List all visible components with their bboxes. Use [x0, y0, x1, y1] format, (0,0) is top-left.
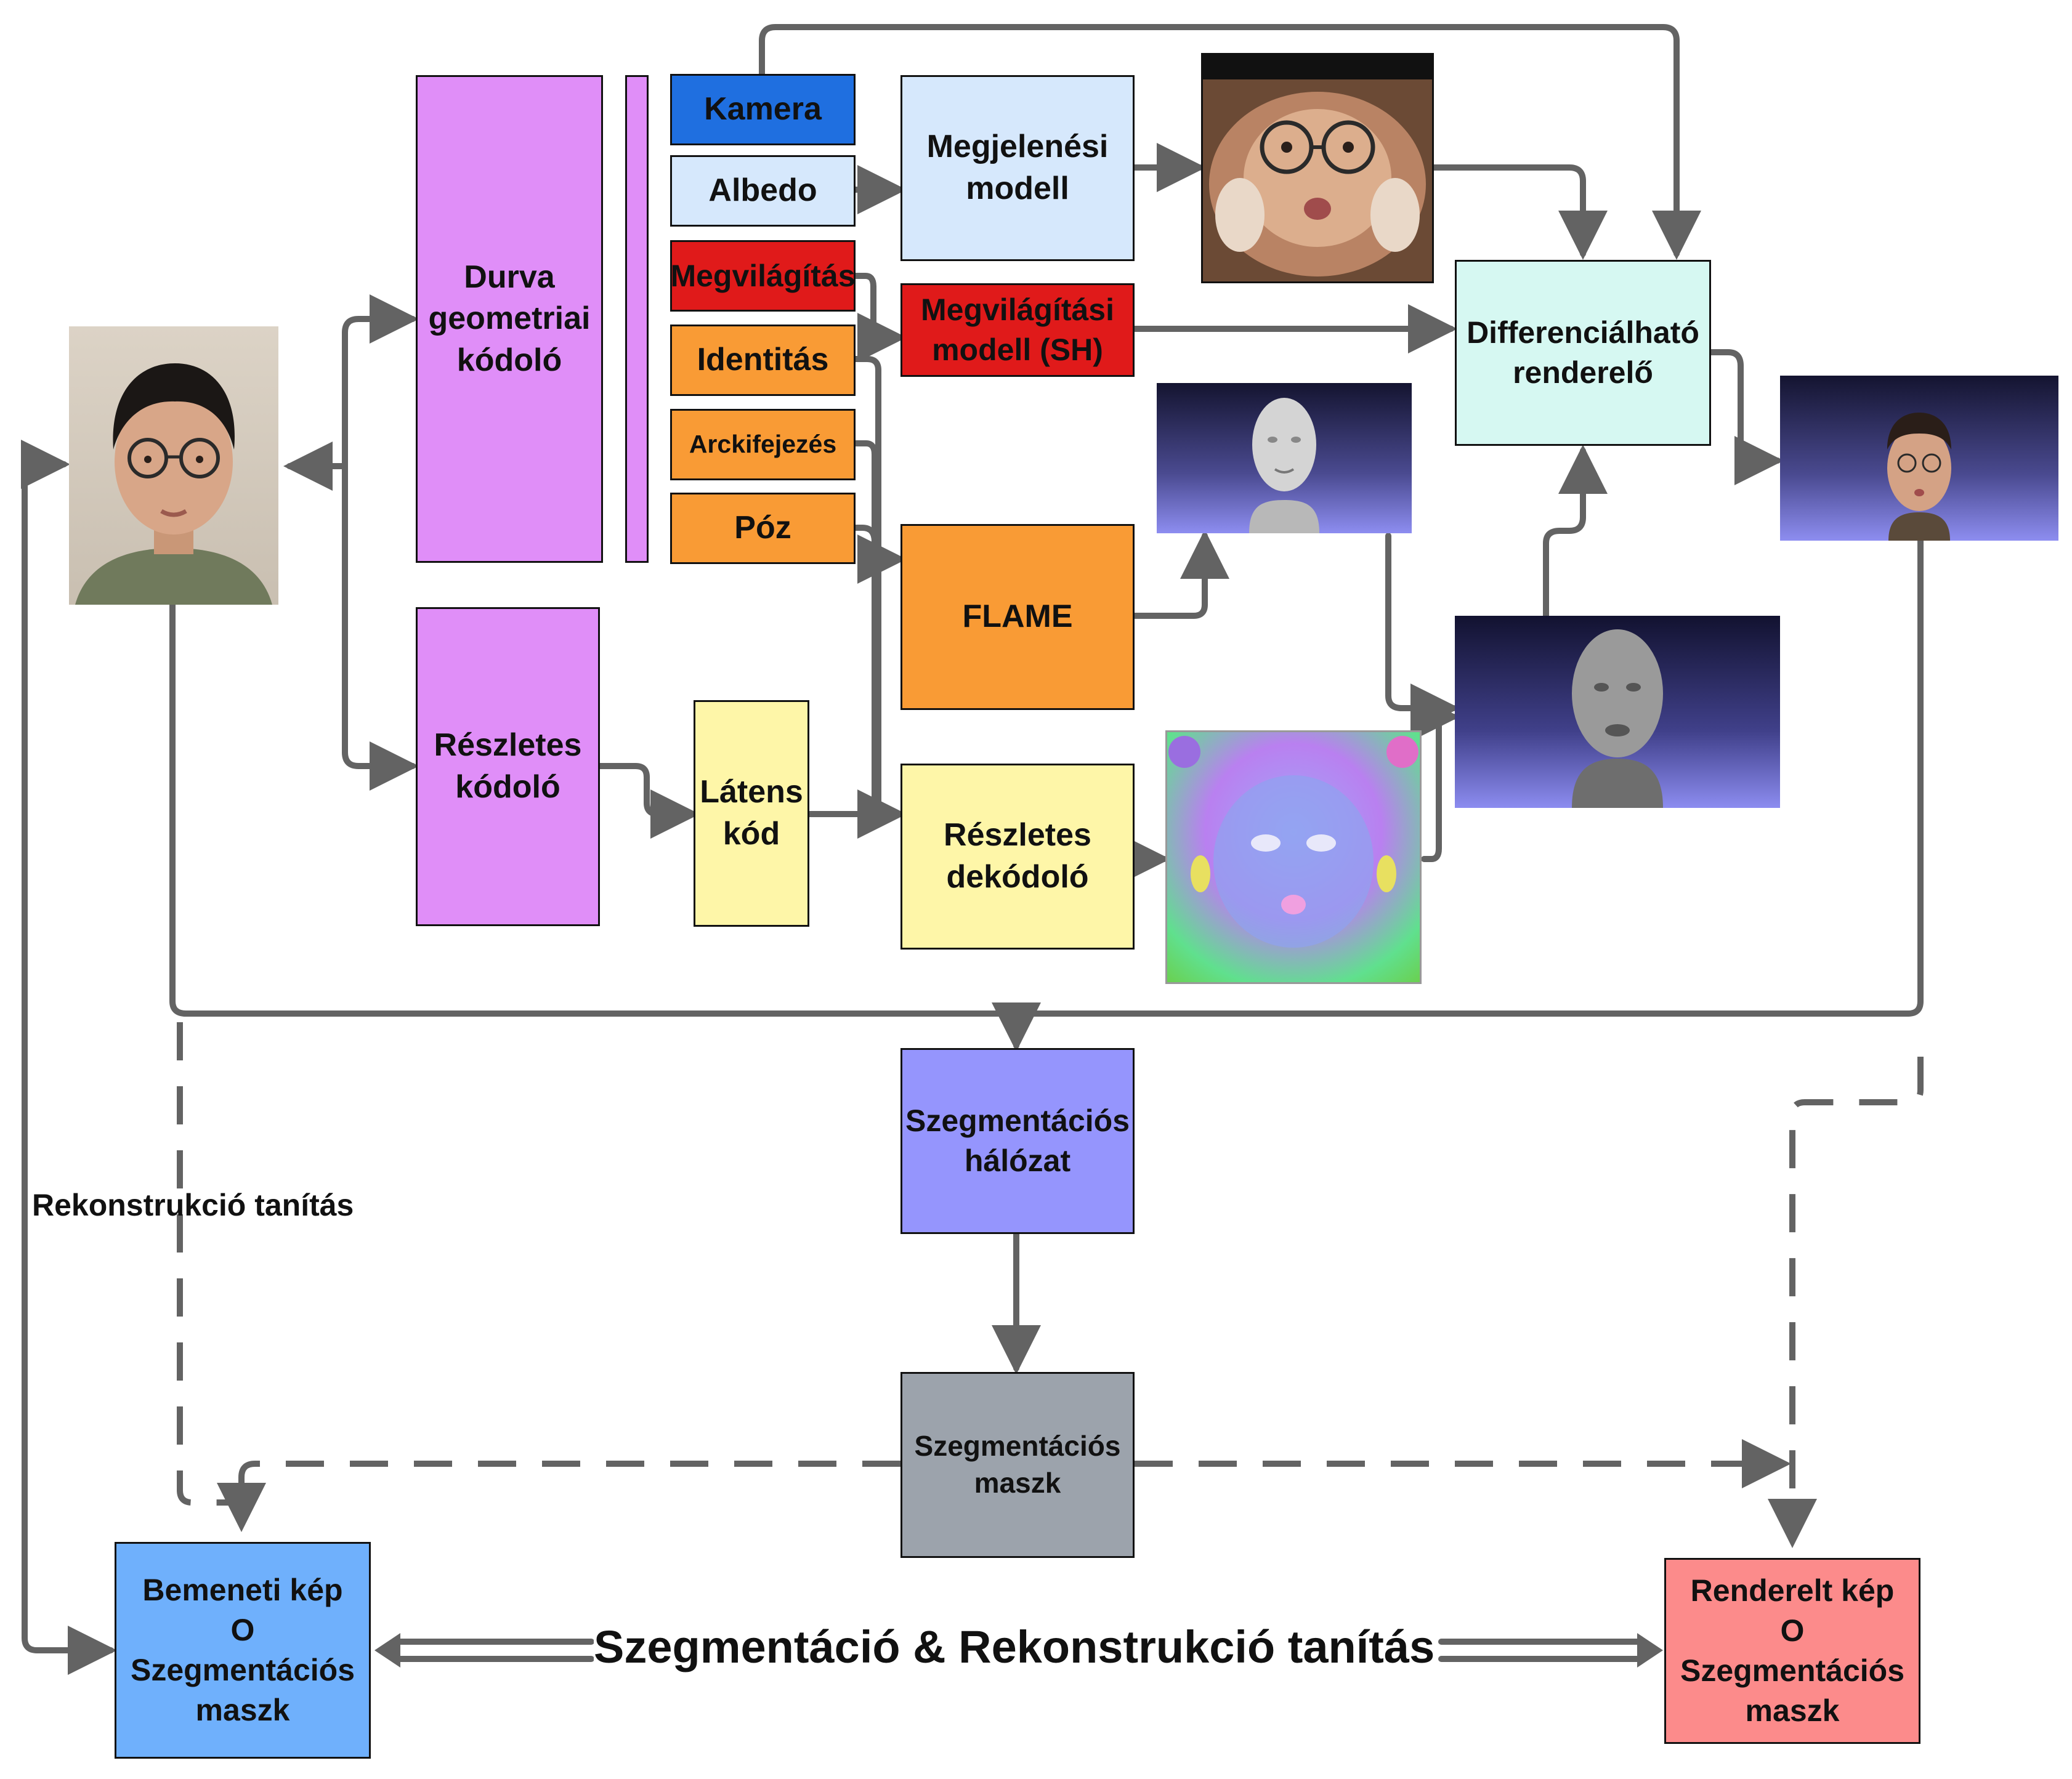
detail-decoder: Részletes dekódoló [900, 764, 1135, 950]
rendered-output-image [1780, 376, 2058, 541]
coarse-geometry-encoder: Durva geometriai kódoló [416, 75, 603, 563]
segmentation-network: Szegmentációs hálózat [900, 1048, 1135, 1234]
coarse-mesh-render [1157, 383, 1412, 533]
differentiable-renderer: Differenciálható renderelő [1455, 260, 1711, 446]
appearance-model: Megjelenési modell [900, 75, 1135, 261]
segmentation-reconstruction-training-label: Szegmentáció & Rekonstrukció tanítás [594, 1621, 1435, 1673]
lighting-model-sh: Megvilágítási modell (SH) [900, 283, 1135, 377]
detailed-mesh-render [1455, 616, 1780, 808]
normal-map-face-icon [1168, 736, 1418, 948]
rendered-face-icon [1887, 413, 1951, 541]
albedo-texture-image [1201, 53, 1434, 283]
normal-map-image [1165, 730, 1422, 984]
head-mesh-icon [1249, 398, 1319, 533]
detail-encoder: Részletes kódoló [416, 607, 600, 926]
detailed-head-mesh-icon [1572, 629, 1663, 808]
latent-code-box: Látens kód [694, 700, 809, 927]
input-image-masked: Bemeneti kép O Szegmentációs maszk [115, 1542, 371, 1759]
person-portrait-icon [75, 363, 272, 605]
reconstruction-training-label: Rekonstrukció tanítás [32, 1188, 354, 1222]
expression-param-box: Arckifejezés [670, 409, 856, 480]
uv-texture-face-icon [1203, 55, 1432, 281]
identity-param-box: Identitás [670, 325, 856, 396]
albedo-param-box: Albedo [670, 155, 856, 227]
lighting-param-box: Megvilágítás [670, 240, 856, 312]
pose-param-box: Póz [670, 493, 856, 564]
flame-model: FLAME [900, 524, 1135, 710]
input-face-photo [69, 326, 278, 605]
segmentation-mask: Szegmentációs maszk [900, 1372, 1135, 1558]
camera-param-box: Kamera [670, 74, 856, 145]
rendered-image-masked: Renderelt kép O Szegmentációs maszk [1664, 1558, 1920, 1744]
encoder-output-bar [625, 75, 649, 563]
